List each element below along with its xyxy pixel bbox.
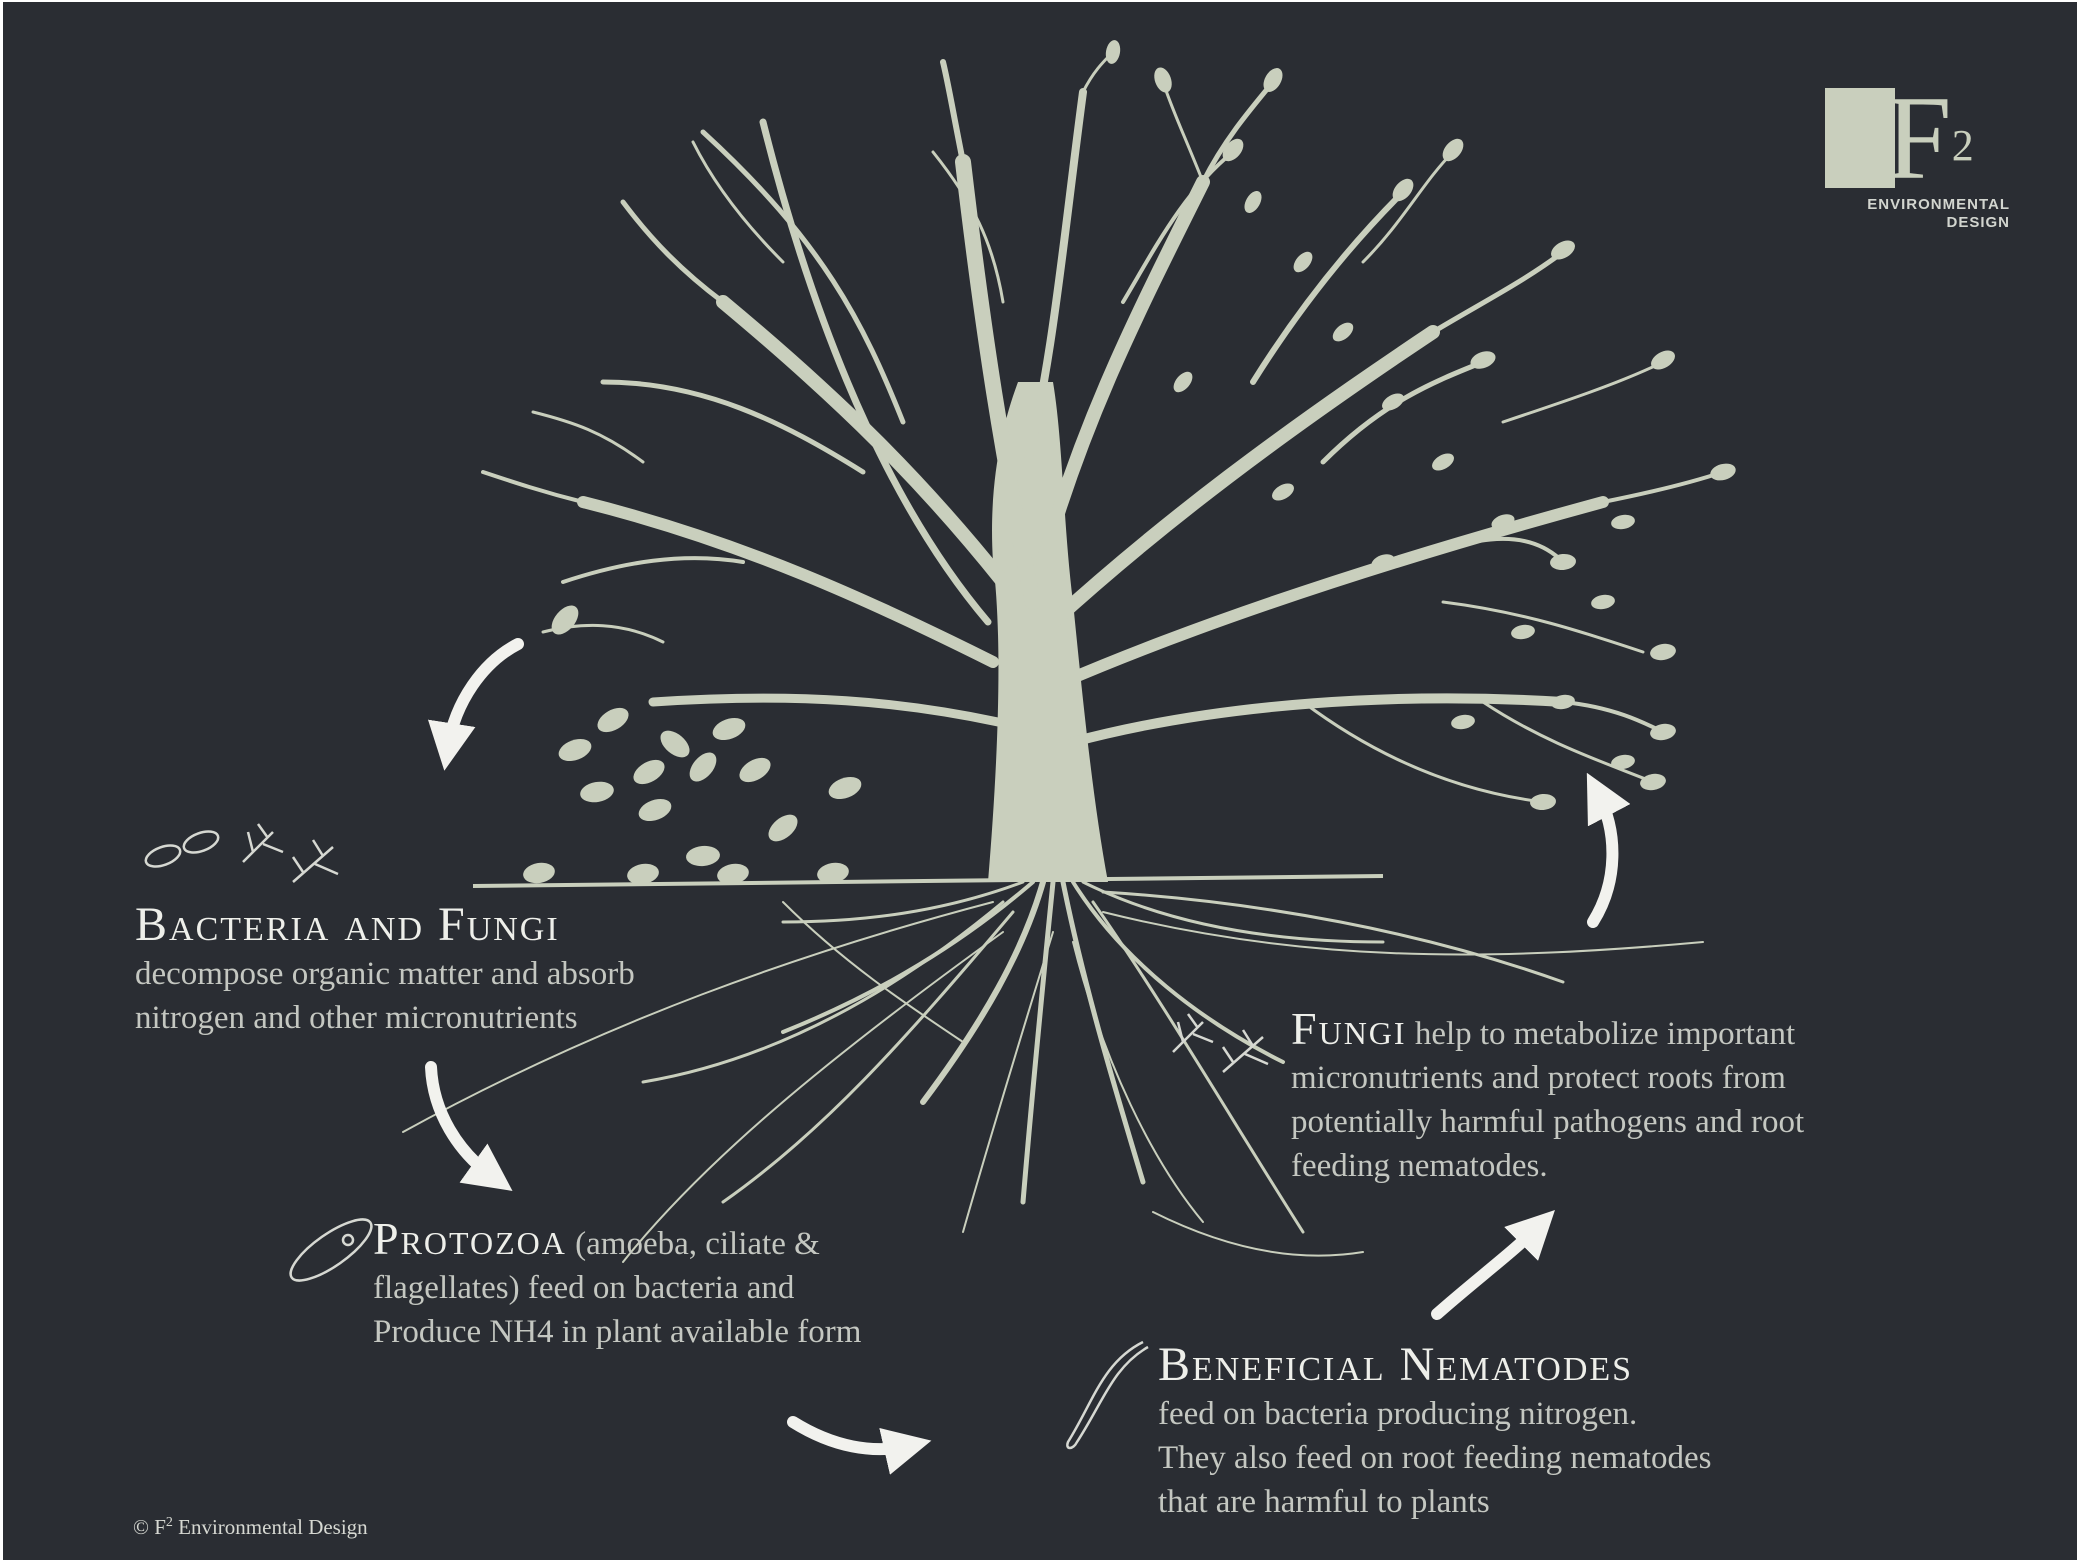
arrow-protozoa-to-nematodes	[793, 1422, 908, 1449]
logo-line-2: DESIGN	[1825, 214, 2010, 232]
fungi-icon	[243, 824, 338, 882]
protozoa-line-2: flagellates) feed on bacteria and	[373, 1266, 1073, 1310]
arrow-leaves-to-bacteria	[448, 644, 518, 747]
nematodes-line-2: They also feed on root feeding nematodes	[1158, 1436, 1938, 1480]
nematodes-title: Beneficial Nematodes	[1158, 1337, 1938, 1392]
nematodes-block: Beneficial Nematodes feed on bacteria pr…	[1158, 1337, 1938, 1524]
fungi-line-4: feeding nematodes.	[1291, 1144, 1991, 1188]
copyright-prefix: © F	[133, 1515, 166, 1539]
tree-branches	[483, 52, 1723, 802]
f2-logo: F2 ENVIRONMENTAL DESIGN	[1825, 88, 2010, 233]
protozoa-block: Protozoa (amoeba, ciliate & flagellates)…	[373, 1217, 1073, 1354]
bacteria-fungi-line-2: nitrogen and other micronutrients	[135, 996, 835, 1040]
fungi-line-3: potentially harmful pathogens and root	[1291, 1100, 1991, 1144]
fungi-title: Fungi	[1291, 1003, 1407, 1054]
arrow-bacteria-to-protozoa	[431, 1067, 493, 1177]
copyright-superscript: 2	[166, 1515, 173, 1530]
copyright-suffix: Environmental Design	[173, 1515, 368, 1539]
fungi-line-1-text: help to metabolize important	[1407, 1016, 1796, 1052]
logo-letter: F	[1885, 71, 1952, 204]
arrow-fungi-to-tree	[1593, 794, 1612, 922]
protozoa-line-3: Produce NH4 in plant available form	[373, 1310, 1073, 1354]
bacteria-fungi-title: Bacteria and Fungi	[135, 897, 835, 952]
nematodes-line-1: feed on bacteria producing nitrogen.	[1158, 1392, 1938, 1436]
protozoa-line-1: Protozoa (amoeba, ciliate &	[373, 1217, 1073, 1266]
falling-leaves	[522, 601, 865, 887]
bacteria-fungi-block: Bacteria and Fungi decompose organic mat…	[135, 897, 835, 1040]
soil-food-web-poster: F2 ENVIRONMENTAL DESIGN Bacteria and Fun…	[3, 2, 2077, 1560]
protozoa-icon	[283, 1209, 380, 1290]
nematode-icon	[1067, 1342, 1148, 1448]
logo-wordmark: ENVIRONMENTAL DESIGN	[1825, 196, 2010, 232]
bacteria-fungi-line-1: decompose organic matter and absorb	[135, 952, 835, 996]
protozoa-title: Protozoa	[373, 1213, 567, 1264]
nematodes-line-3: that are harmful to plants	[1158, 1480, 1938, 1524]
arrow-nematodes-to-fungi	[1437, 1227, 1538, 1314]
bacteria-icon	[143, 827, 221, 870]
copyright-notice: © F2 Environmental Design	[133, 1515, 368, 1540]
logo-superscript: 2	[1952, 121, 1974, 170]
fungi-block: Fungi help to metabolize important micro…	[1291, 1007, 1991, 1188]
fungi-line-2: micronutrients and protect roots from	[1291, 1056, 1991, 1100]
ground-line	[473, 876, 1383, 886]
logo-mark: F2	[1885, 78, 1974, 198]
fungi-line-1: Fungi help to metabolize important	[1291, 1007, 1991, 1056]
logo-line-1: ENVIRONMENTAL	[1825, 196, 2010, 214]
fungi-icon-right	[1173, 1014, 1268, 1072]
protozoa-line-1-text: (amoeba, ciliate &	[567, 1226, 820, 1262]
